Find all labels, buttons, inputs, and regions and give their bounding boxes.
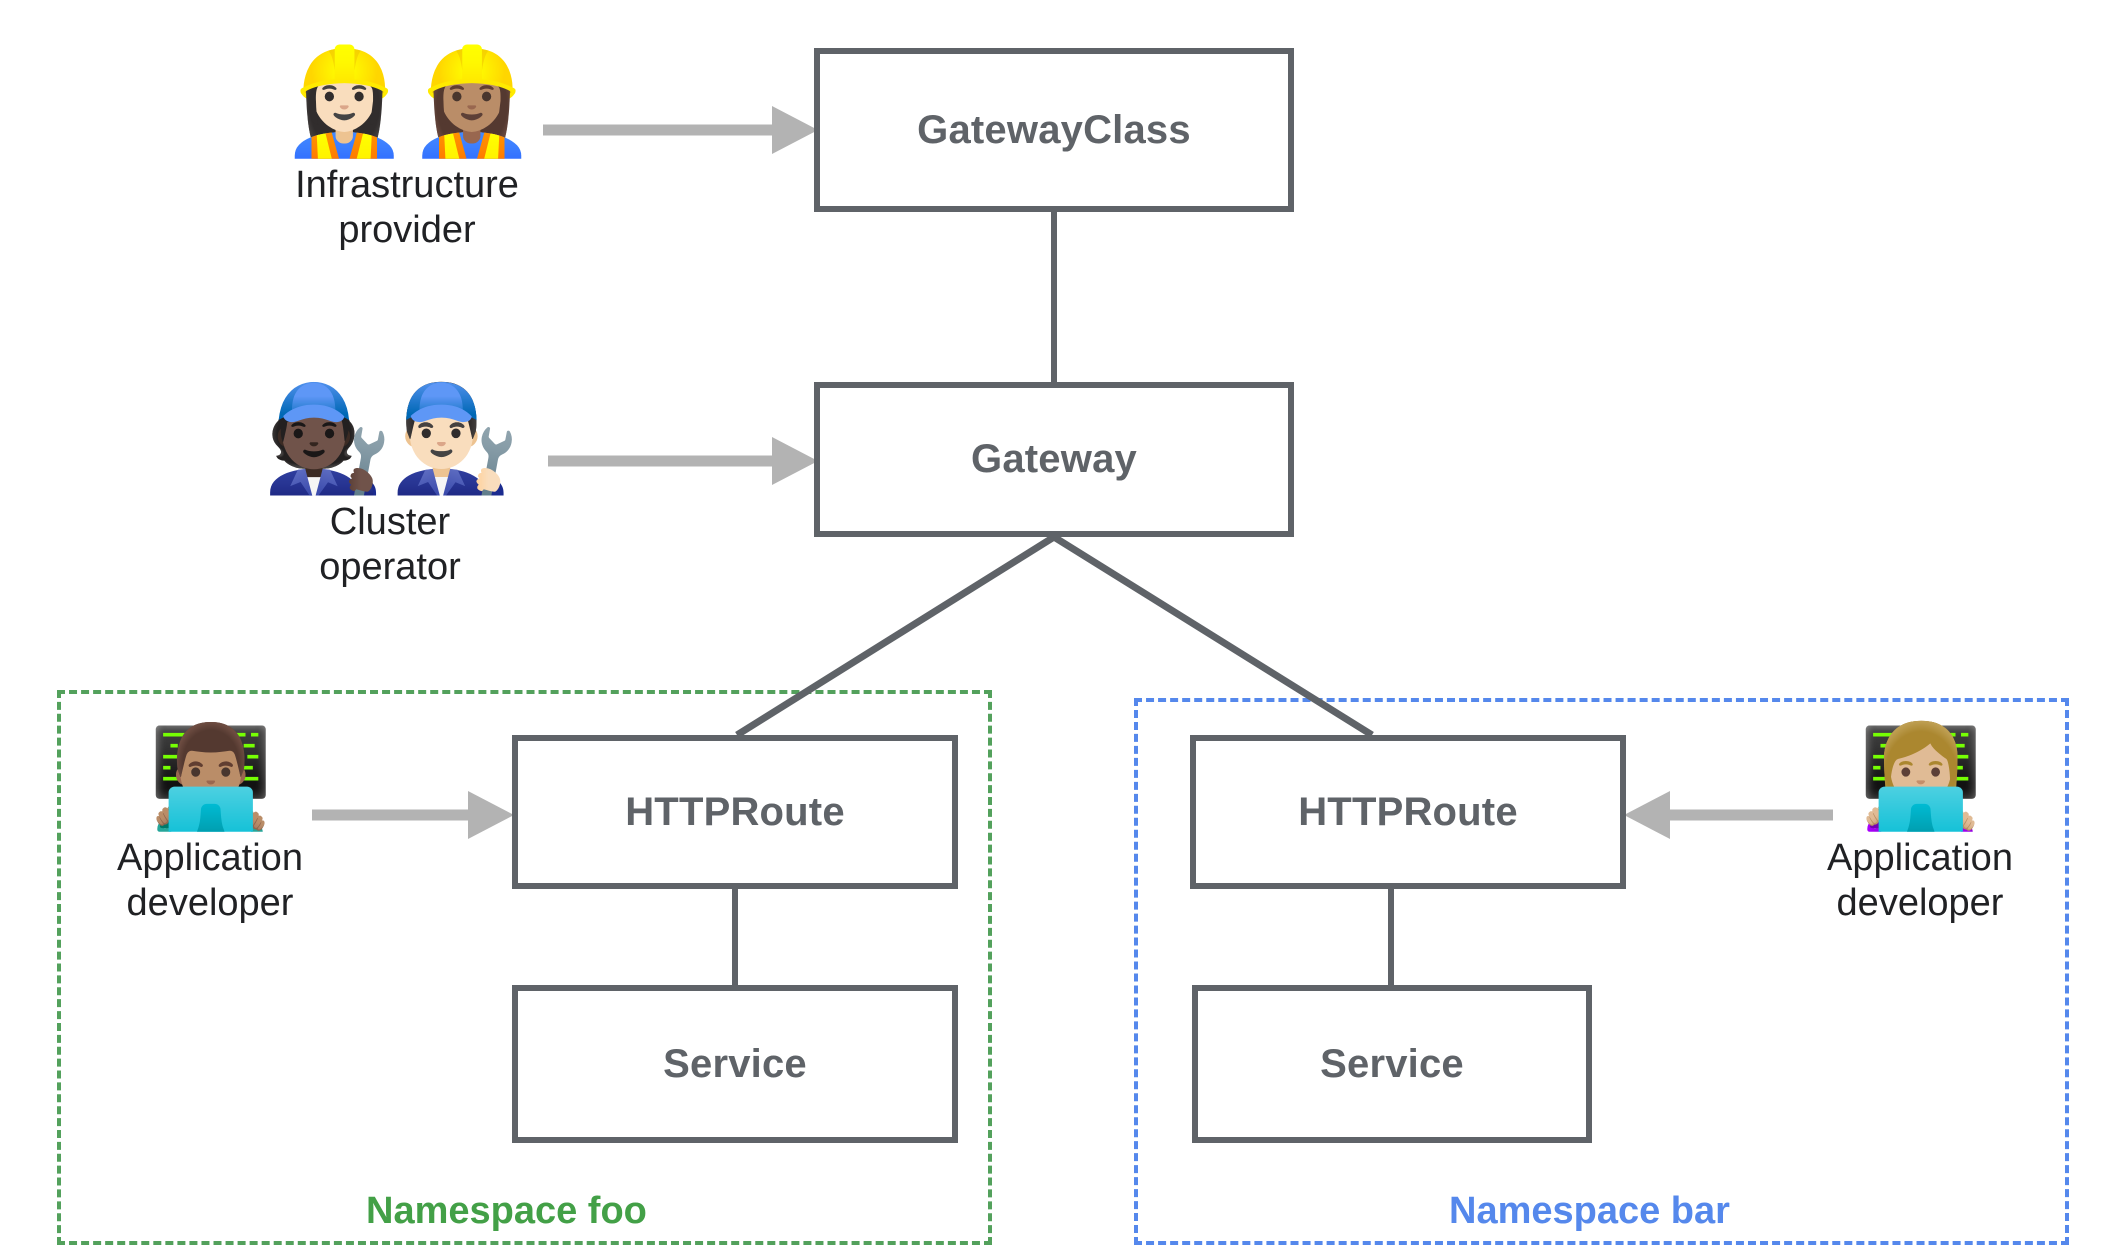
namespace-foo-label: Namespace foo [366, 1190, 647, 1232]
persona-cluster-operator: 🧑🏿‍🔧👨🏻‍🔧 Cluster operator [262, 381, 520, 590]
node-httproute-foo-label: HTTPRoute [625, 789, 845, 834]
node-gateway[interactable]: Gateway [814, 382, 1294, 537]
node-gatewayclass-label: GatewayClass [917, 107, 1191, 152]
woman-technologist-icon: 👩🏼‍💻 [1858, 721, 1984, 833]
persona-application-developer-bar-label: Application developer [1827, 837, 2013, 924]
persona-application-developer-bar: 👩🏼‍💻 Application developer [1805, 725, 2035, 926]
node-httproute-foo[interactable]: HTTPRoute [512, 735, 958, 889]
persona-application-developer-foo: 👨🏽‍💻 Application developer [95, 725, 325, 926]
persona-infrastructure-provider-label: Infrastructure provider [295, 164, 519, 252]
persona-application-developer-foo-label: Application developer [117, 837, 303, 924]
node-service-foo-label: Service [663, 1041, 807, 1086]
node-httproute-bar-label: HTTPRoute [1298, 789, 1518, 834]
node-service-bar[interactable]: Service [1192, 985, 1592, 1143]
node-service-bar-label: Service [1320, 1041, 1464, 1086]
persona-infrastructure-provider: 👷🏻‍♀️👷🏽‍♀️ Infrastructure provider [272, 44, 542, 253]
node-gatewayclass[interactable]: GatewayClass [814, 48, 1294, 212]
namespace-foo-container [57, 690, 992, 1245]
node-httproute-bar[interactable]: HTTPRoute [1190, 735, 1626, 889]
namespace-bar-container [1134, 698, 2069, 1245]
construction-worker-icons: 👷🏻‍♀️👷🏽‍♀️ [279, 44, 537, 160]
persona-cluster-operator-label: Cluster operator [319, 501, 461, 589]
node-service-foo[interactable]: Service [512, 985, 958, 1143]
namespace-bar-label: Namespace bar [1449, 1190, 1730, 1232]
node-gateway-label: Gateway [971, 437, 1137, 481]
mechanic-icons: 🧑🏿‍🔧👨🏻‍🔧 [262, 381, 520, 497]
arrow-cluster-operator [548, 437, 818, 485]
man-technologist-icon: 👨🏽‍💻 [148, 721, 274, 833]
arrow-infrastructure-provider [543, 106, 818, 154]
